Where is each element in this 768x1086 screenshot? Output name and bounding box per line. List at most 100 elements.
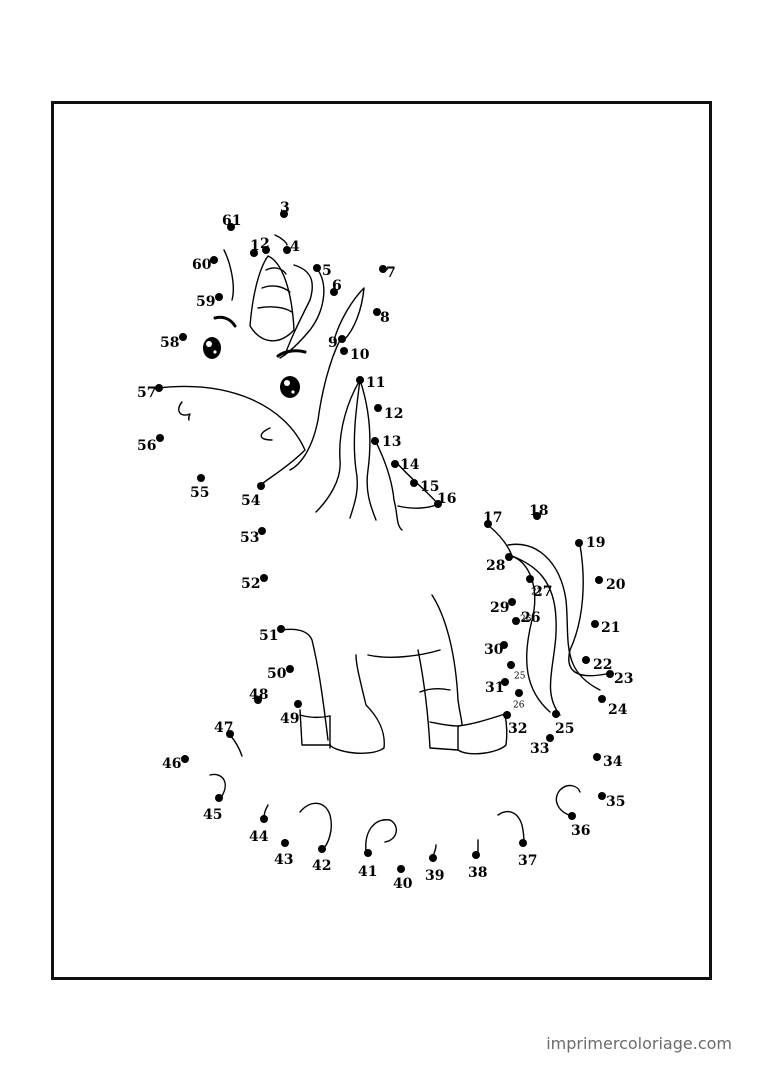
dot-label-1: 1	[250, 238, 260, 254]
dot-label-24: 24	[608, 702, 628, 718]
dot-27	[526, 575, 534, 583]
dot-45	[215, 794, 223, 802]
dot-label-36: 36	[571, 823, 590, 839]
dot-22	[582, 656, 590, 664]
dot-2	[262, 246, 270, 254]
dot-59	[215, 293, 223, 301]
dot-16	[434, 500, 442, 508]
dot-52	[260, 574, 268, 582]
dot-4	[283, 246, 291, 254]
dot-label-17: 17	[483, 510, 502, 526]
dot-label-49: 49	[280, 711, 299, 727]
dot-20	[595, 576, 603, 584]
dot-6	[330, 288, 338, 296]
dot-label-21: 21	[601, 620, 620, 636]
dot-label-32: 32	[508, 721, 527, 737]
dot-34	[593, 753, 601, 761]
dot-38	[472, 851, 480, 859]
dot-54	[257, 482, 265, 490]
dot-5	[313, 264, 321, 272]
dot-label-6: 6	[332, 278, 342, 294]
dot-label-60: 60	[192, 257, 212, 273]
dot-label-16: 16	[437, 491, 456, 507]
dot-label-55: 55	[190, 485, 209, 501]
dot-label-42: 42	[312, 858, 331, 874]
dot-28	[505, 553, 513, 561]
dot-label-56: 56	[137, 438, 156, 454]
dot-47	[226, 730, 234, 738]
dot-label-35: 35	[606, 794, 625, 810]
dot-18	[533, 512, 541, 520]
dot-label-37: 37	[518, 853, 537, 869]
dot-label-22: 22	[593, 657, 612, 673]
dot-3	[280, 210, 288, 218]
dot-label-58: 58	[160, 335, 179, 351]
dot-label-9: 9	[328, 335, 338, 351]
dot-label-12: 12	[384, 406, 403, 422]
dot-50	[286, 665, 294, 673]
dot-label-52: 52	[241, 576, 260, 592]
inner-dot-25	[507, 661, 515, 669]
dot-label-38: 38	[468, 865, 487, 881]
dot-label-11: 11	[366, 375, 385, 391]
dot-35	[598, 792, 606, 800]
dot-32	[503, 711, 511, 719]
dot-label-10: 10	[350, 347, 370, 363]
dot-33	[546, 734, 554, 742]
dot-label-4: 4	[290, 239, 300, 255]
dot-label-25: 25	[555, 721, 574, 737]
dot-label-41: 41	[358, 864, 377, 880]
dot-14	[391, 460, 399, 468]
dot-55	[197, 474, 205, 482]
dot-56	[156, 434, 164, 442]
dot-label-13: 13	[382, 434, 401, 450]
dot-label-31: 31	[485, 680, 504, 696]
dot-26	[512, 617, 520, 625]
dot-label-8: 8	[380, 310, 390, 326]
dot-48	[254, 696, 262, 704]
dot-60	[210, 256, 218, 264]
dot-label-2: 2	[260, 236, 270, 252]
dot-44	[260, 815, 268, 823]
dot-label-19: 19	[586, 535, 605, 551]
dot-31	[501, 678, 509, 686]
dot-61	[227, 223, 235, 231]
dot-label-33: 33	[530, 741, 549, 757]
dot-51	[277, 625, 285, 633]
dot-label-46: 46	[162, 756, 181, 772]
dot-29	[508, 598, 516, 606]
dot-label-18: 18	[529, 503, 548, 519]
dot-label-53: 53	[240, 530, 259, 546]
inner-dot-26	[515, 689, 523, 697]
dot-1	[250, 249, 258, 257]
dot-21	[591, 620, 599, 628]
inner-dot-label-26: 26	[513, 701, 525, 711]
dot-15	[410, 479, 418, 487]
dot-label-45: 45	[203, 807, 222, 823]
dot-label-54: 54	[241, 493, 261, 509]
dot-19	[575, 539, 583, 547]
dot-label-29: 29	[490, 600, 509, 616]
dot-label-15: 15	[420, 479, 439, 495]
dot-53	[258, 527, 266, 535]
inner-dot-label-26: 26	[520, 615, 532, 625]
dot-40	[397, 865, 405, 873]
dot-label-47: 47	[214, 720, 233, 736]
dot-label-28: 28	[486, 558, 505, 574]
dot-label-59: 59	[196, 294, 215, 310]
dot-42	[318, 845, 326, 853]
dot-23	[606, 670, 614, 678]
dot-36	[568, 812, 576, 820]
dot-label-61: 61	[222, 213, 241, 229]
inner-dot-label-25: 25	[514, 672, 526, 682]
dot-11	[356, 376, 364, 384]
dot-41	[364, 849, 372, 857]
dot-17	[484, 520, 492, 528]
dot-label-23: 23	[614, 671, 633, 687]
dot-label-5: 5	[322, 263, 332, 279]
dot-10	[340, 347, 348, 355]
dot-label-14: 14	[400, 457, 420, 473]
dot-37	[519, 839, 527, 847]
